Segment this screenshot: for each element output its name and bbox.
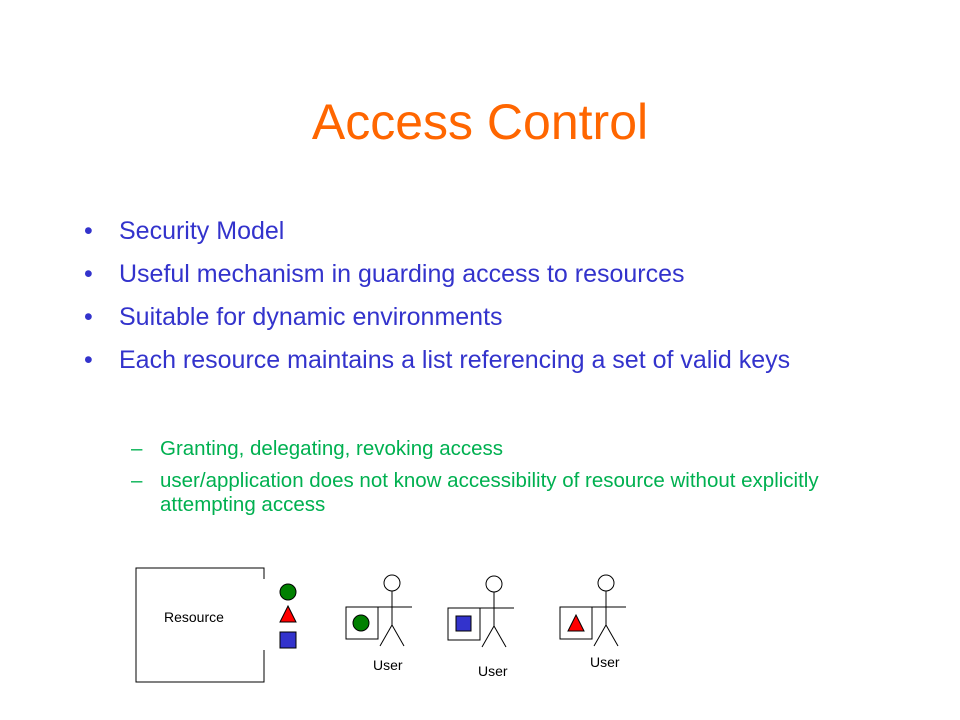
square-key-icon xyxy=(455,615,472,632)
sub-bullet-dash: – xyxy=(131,437,143,460)
bullet-item: • Each resource maintains a list referen… xyxy=(84,345,864,375)
bullet-text: Suitable for dynamic environments xyxy=(119,303,503,331)
bullet-dot: • xyxy=(84,346,93,374)
bullet-item: • Suitable for dynamic environments xyxy=(84,302,864,332)
triangle-key-icon xyxy=(279,604,297,623)
user-label: User xyxy=(478,663,508,679)
user-figure xyxy=(447,575,514,648)
sub-bullet-item: – Granting, delegating, revoking access xyxy=(131,437,851,461)
bullet-list: • Security Model • Useful mechanism in g… xyxy=(84,216,864,388)
square-key-icon xyxy=(279,631,297,649)
bullet-item: • Useful mechanism in guarding access to… xyxy=(84,259,864,289)
sub-bullet-item: – user/application does not know accessi… xyxy=(131,469,851,517)
bullet-item: • Security Model xyxy=(84,216,864,246)
bullet-text: Security Model xyxy=(119,217,285,245)
circle-key-icon xyxy=(279,583,297,601)
user-figure xyxy=(559,574,626,647)
sub-bullet-text: Granting, delegating, revoking access xyxy=(160,437,504,460)
sub-bullet-list: – Granting, delegating, revoking access … xyxy=(131,437,851,525)
bullet-text: Useful mechanism in guarding access to r… xyxy=(119,260,685,288)
sub-bullet-text: user/application does not know accessibi… xyxy=(160,469,819,516)
bullet-dot: • xyxy=(84,303,93,331)
circle-key-icon xyxy=(352,614,370,632)
resource-box xyxy=(135,567,265,683)
user-figure xyxy=(345,574,412,647)
bullet-text: Each resource maintains a list referenci… xyxy=(119,346,791,374)
user-label: User xyxy=(590,654,620,670)
bullet-dot: • xyxy=(84,260,93,288)
bullet-dot: • xyxy=(84,217,93,245)
triangle-key-icon xyxy=(567,613,585,632)
resource-label: Resource xyxy=(164,609,224,625)
sub-bullet-dash: – xyxy=(131,469,143,492)
page-title: Access Control xyxy=(311,94,649,150)
user-label: User xyxy=(373,657,403,673)
